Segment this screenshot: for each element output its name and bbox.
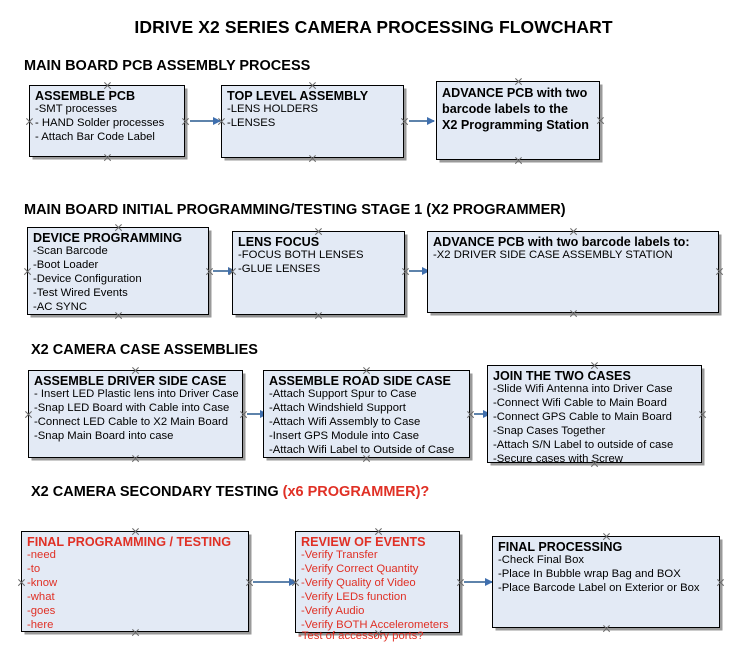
connector-arrow-top-level-to-advance-pcb [409,116,435,125]
node-line: -Boot Loader [33,259,99,272]
node-line: - Attach Bar Code Label [35,130,155,143]
node-title: DEVICE PROGRAMMING [33,231,183,245]
node-line: -know [27,576,58,589]
node-line: -Verify Audio [301,604,365,617]
section-heading-x2-camera-case-assemblies: X2 CAMERA CASE ASSEMBLIES [31,342,258,358]
node-line: -Connect LED Cable to X2 Main Board [34,415,229,428]
connector-arrow-final-programming-to-review-of-events [253,577,297,586]
section-heading-main-board-pcb-assembly: MAIN BOARD PCB ASSEMBLY PROCESS [24,58,311,74]
node-line: -X2 DRIVER SIDE CASE ASSEMBLY STATION [433,249,673,262]
section-heading-x2-camera-secondary-testing: X2 CAMERA SECONDARY TESTING (x6 PROGRAMM… [31,484,429,500]
node-title: ASSEMBLE PCB [35,89,136,103]
node-title: LENS FOCUS [238,235,320,249]
node-line: -Attach S/N Label to outside of case [493,438,674,451]
node-line: -goes [27,604,56,617]
node-line: -Snap Main Board into case [34,429,174,442]
node-assemble-road-side-case[interactable]: ASSEMBLE ROAD SIDE CASE -Attach Support … [263,370,470,458]
node-assemble-pcb[interactable]: ASSEMBLE PCB -SMT processes - HAND Solde… [29,85,185,157]
node-line: - HAND Solder processes [35,117,165,130]
node-line: -Verify BOTH Accelerometers [301,618,449,631]
node-title: ASSEMBLE ROAD SIDE CASE [269,374,451,388]
node-line: -Check Final Box [498,554,585,567]
node-line: -Snap Cases Together [493,424,606,437]
node-line: -Attach Windshield Support [269,402,406,415]
node-title: TOP LEVEL ASSEMBLY [227,89,369,103]
node-line: -to [27,563,41,576]
node-title: ASSEMBLE DRIVER SIDE CASE [34,374,227,388]
node-line: -Insert GPS Module into Case [269,429,420,442]
node-line: -Connect Wifi Cable to Main Board [493,397,667,410]
node-line: -Verify Quality of Video [301,576,416,589]
node-title: FINAL PROGRAMMING / TESTING [27,535,232,549]
connector-arrow-lens-focus-to-advance-pcb-driver-side [409,266,430,275]
node-line: -SMT processes [35,103,118,116]
node-line: -AC SYNC [33,300,87,313]
node-line: -what [27,590,55,603]
node-line: -Attach Support Spur to Case [269,388,417,401]
node-line: -here [27,618,54,631]
node-line: -Snap LED Board with Cable into Case [34,402,230,415]
node-final-programming-testing[interactable]: FINAL PROGRAMMING / TESTING -need -to -k… [21,531,249,632]
node-lens-focus[interactable]: LENS FOCUS -FOCUS BOTH LENSES -GLUE LENS… [232,231,405,315]
node-advance-pcb-driver-side-station[interactable]: ADVANCE PCB with two barcode labels to: … [427,231,719,313]
node-assemble-driver-side-case[interactable]: ASSEMBLE DRIVER SIDE CASE - Insert LED P… [28,370,243,458]
node-title: REVIEW OF EVENTS [301,535,426,549]
node-line: -Attach Wifi Label to Outside of Case [269,443,455,456]
node-join-the-two-cases[interactable]: JOIN THE TWO CASES -Slide Wifi Antenna i… [487,365,702,465]
page-title: IDRIVE X2 SERIES CAMERA PROCESSING FLOWC… [134,17,613,37]
node-line: -Verify Transfer [301,549,378,562]
node-title: ADVANCE PCB with two barcode labels to: [433,235,690,249]
node-line: -Connect GPS Cable to Main Board [493,410,672,423]
node-line-overflow: -Test of accessory ports? [298,630,424,642]
node-line: -Secure cases with Screw [493,452,623,465]
node-title: FINAL PROCESSING [498,540,623,554]
node-top-level-assembly[interactable]: TOP LEVEL ASSEMBLY -LENS HOLDERS -LENSES [221,85,404,158]
node-line: -LENSES [227,117,276,130]
node-line: -Verify Correct Quantity [301,563,419,576]
node-line: -LENS HOLDERS [227,103,319,116]
node-title: JOIN THE TWO CASES [493,369,631,383]
node-line: -FOCUS BOTH LENSES [238,249,364,262]
node-line: -Verify LEDs function [301,590,407,603]
node-line: -Place Barcode Label on Exterior or Box [498,581,700,594]
node-line: - Insert LED Plastic lens into Driver Ca… [34,388,239,401]
section-heading-accent: (x6 PROGRAMMER)? [282,484,430,500]
node-line: -GLUE LENSES [238,263,321,276]
node-line: -Scan Barcode [33,245,108,258]
node-line: barcode labels to the [442,102,568,117]
node-line: -Test Wired Events [33,286,128,299]
node-final-processing[interactable]: FINAL PROCESSING -Check Final Box -Place… [492,536,720,628]
node-line: -Place In Bubble wrap Bag and BOX [498,568,681,581]
node-line: -need [27,549,56,562]
connector-arrow-assemble-pcb-to-top-level [190,116,221,125]
connector-arrow-review-of-events-to-final-processing [464,577,493,586]
node-review-of-events[interactable]: REVIEW OF EVENTS -Verify Transfer -Verif… [295,531,460,633]
section-heading-main-board-initial-programming: MAIN BOARD INITIAL PROGRAMMING/TESTING S… [24,202,566,218]
node-advance-pcb-programming-station[interactable]: ADVANCE PCB with two barcode labels to t… [436,81,600,160]
node-line: -Device Configuration [33,272,142,285]
section-heading-text: X2 CAMERA SECONDARY TESTING [31,484,283,500]
node-line: ADVANCE PCB with two [442,86,588,100]
node-line: -Slide Wifi Antenna into Driver Case [493,383,673,396]
node-line: -Attach Wifi Assembly to Case [269,415,421,428]
node-line: X2 Programming Station [442,118,589,133]
node-device-programming[interactable]: DEVICE PROGRAMMING -Scan Barcode -Boot L… [27,227,209,315]
